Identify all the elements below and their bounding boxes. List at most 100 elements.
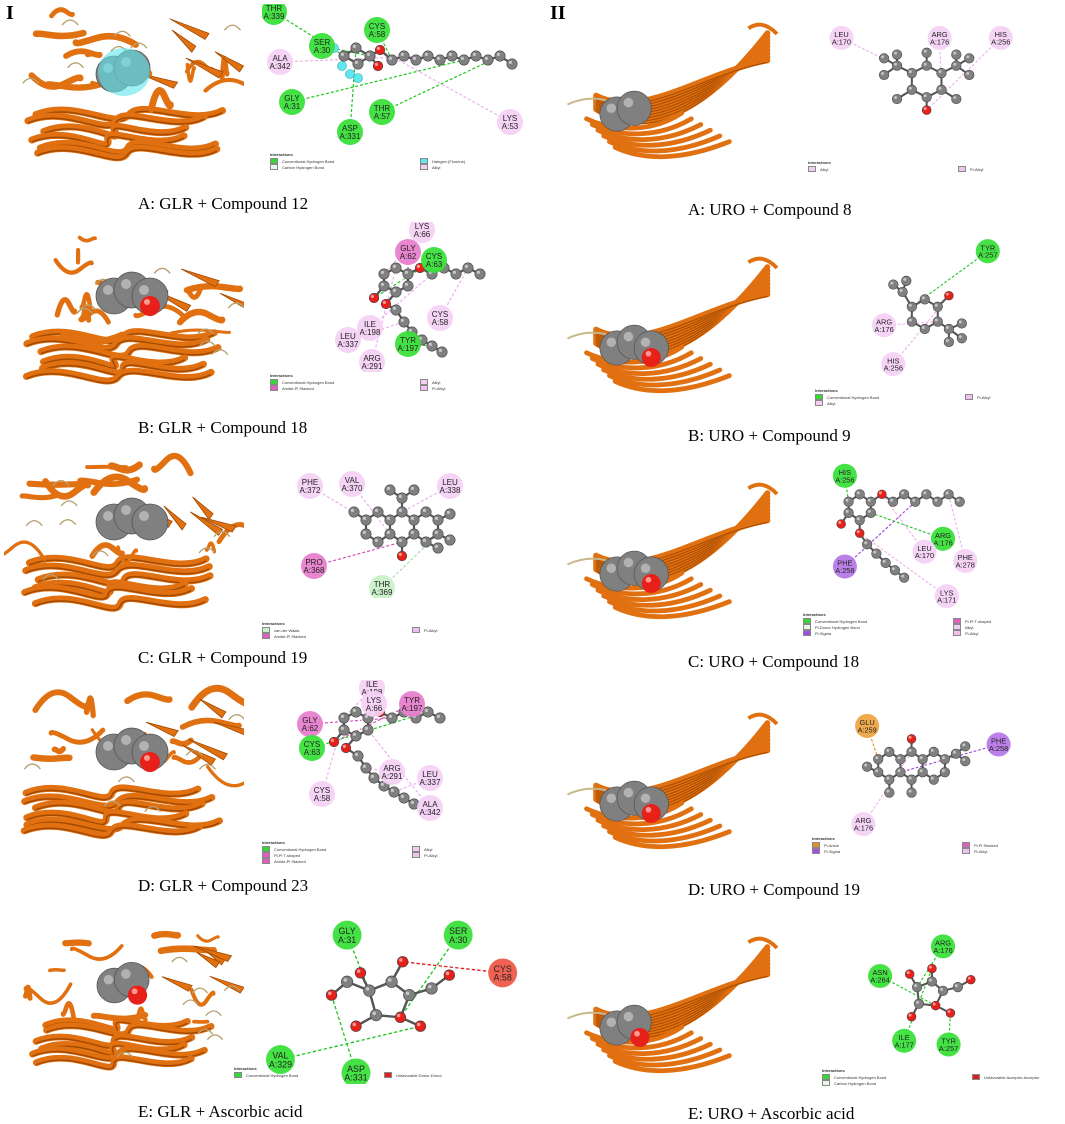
panel-caption: C: URO + Compound 18 <box>688 652 860 671</box>
legend-swatch <box>262 846 270 852</box>
residue-number: A:170 <box>832 37 851 46</box>
legend-item: Pi-Alkyl <box>965 394 1065 400</box>
carbon-atom <box>494 50 506 62</box>
carbon-atom <box>446 50 458 62</box>
legend-item: Conventional Hydrogen Bond <box>815 394 965 400</box>
carbon-atom <box>506 58 518 70</box>
legend-label: van der Waals <box>274 627 300 633</box>
interaction-line <box>367 729 431 809</box>
legend-swatch <box>815 400 823 406</box>
carbon-atom <box>350 730 362 742</box>
interaction-line <box>273 11 345 57</box>
interaction-line <box>369 273 433 329</box>
carbon-atom <box>951 49 962 60</box>
legend-label: Carbon Hydrogen Bond <box>282 164 325 170</box>
carbon-atom <box>899 489 910 500</box>
legend-label: Alkyl <box>965 624 974 630</box>
residue-name: LYS <box>940 588 953 597</box>
carbon-atom <box>444 508 456 520</box>
carbon-atom <box>964 69 975 81</box>
carbon-atom <box>895 754 906 765</box>
legend-item: Carbon Hydrogen Bond <box>270 164 420 170</box>
residue-name: GLY <box>339 926 356 936</box>
legend-swatch <box>384 1072 392 1078</box>
carbon-atom <box>426 340 438 352</box>
oxygen-atom <box>354 967 367 979</box>
legend-item: Amide-Pi Stacked <box>270 385 420 391</box>
panel-caption: D: GLR + Compound 23 <box>138 876 309 895</box>
panel-caption: B: URO + Compound 9 <box>688 426 851 445</box>
oxygen-atom <box>380 298 392 310</box>
panel-caption: C: GLR + Compound 19 <box>138 648 308 667</box>
carbon-atom <box>352 750 364 762</box>
legend-item: Pi-Alkyl <box>953 630 1053 636</box>
protein-structure-I_D <box>20 684 244 839</box>
legend-item: Conventional Hydrogen Bond <box>270 158 420 164</box>
residue-name: ARG <box>932 30 948 39</box>
carbon-atom <box>906 316 917 327</box>
oxygen-atom <box>930 1000 941 1011</box>
legend-label: Pi-Alkyl <box>432 385 446 391</box>
interaction-line <box>371 267 397 363</box>
carbon-atom <box>891 60 903 71</box>
carbon-atom <box>450 268 462 280</box>
oxygen-atom <box>372 60 384 72</box>
carbon-atom <box>956 318 967 329</box>
legend-title: Interactions <box>262 621 285 626</box>
legend-label: Pi-Anion <box>824 842 840 848</box>
carbon-atom <box>887 496 899 507</box>
legend-label: Conventional Hydrogen Bond <box>282 379 335 385</box>
residue-number: A:63 <box>426 260 443 269</box>
residue-name: ARG <box>363 354 380 363</box>
residue-number: A:258 <box>835 566 854 575</box>
residue-number: A:53 <box>502 122 519 131</box>
oxygen-atom <box>350 1020 362 1032</box>
residue-number: A:66 <box>414 230 431 239</box>
oxygen-atom <box>921 105 932 115</box>
carbon-atom <box>386 712 398 724</box>
carbon-atom <box>943 336 954 348</box>
legend-label: Pi-Sigma <box>815 630 832 636</box>
legend-swatch <box>270 379 278 385</box>
legend-title: Interactions <box>270 373 293 378</box>
residue-number: A:176 <box>933 946 952 955</box>
residue-number: A:66 <box>366 704 383 713</box>
residue-number: A:57 <box>374 112 391 121</box>
carbon-atom <box>952 982 963 993</box>
legend-item: Pi-Alkyl <box>962 848 1062 854</box>
carbon-atom <box>862 539 873 550</box>
carbon-atom <box>338 50 350 62</box>
legend-swatch <box>953 630 961 636</box>
residue-name: ASP <box>342 124 358 133</box>
residue-number: A:256 <box>884 364 903 373</box>
legend-item: Unfavorable Acceptor-Acceptor <box>972 1074 1065 1080</box>
carbon-atom <box>906 746 917 757</box>
residue-name: ASP <box>347 1064 365 1074</box>
legend-label: Conventional Hydrogen Bond <box>815 618 868 624</box>
legend-swatch <box>234 1072 242 1078</box>
legend-item: Alkyl <box>412 846 512 852</box>
carbon-atom <box>843 507 854 518</box>
residue-name: CYS <box>304 740 320 749</box>
interaction-line <box>333 703 413 743</box>
residue-number: A:337 <box>420 778 441 787</box>
legend-item: Pi-Alkyl <box>958 166 1058 172</box>
residue-name: THR <box>374 104 391 113</box>
legend-label: Unfavorable Acceptor-Acceptor <box>984 1074 1040 1080</box>
residue-number: A:338 <box>440 486 461 495</box>
legend-swatch <box>412 852 420 858</box>
residue-number: A:63 <box>304 748 321 757</box>
residue-number: A:30 <box>314 46 331 55</box>
